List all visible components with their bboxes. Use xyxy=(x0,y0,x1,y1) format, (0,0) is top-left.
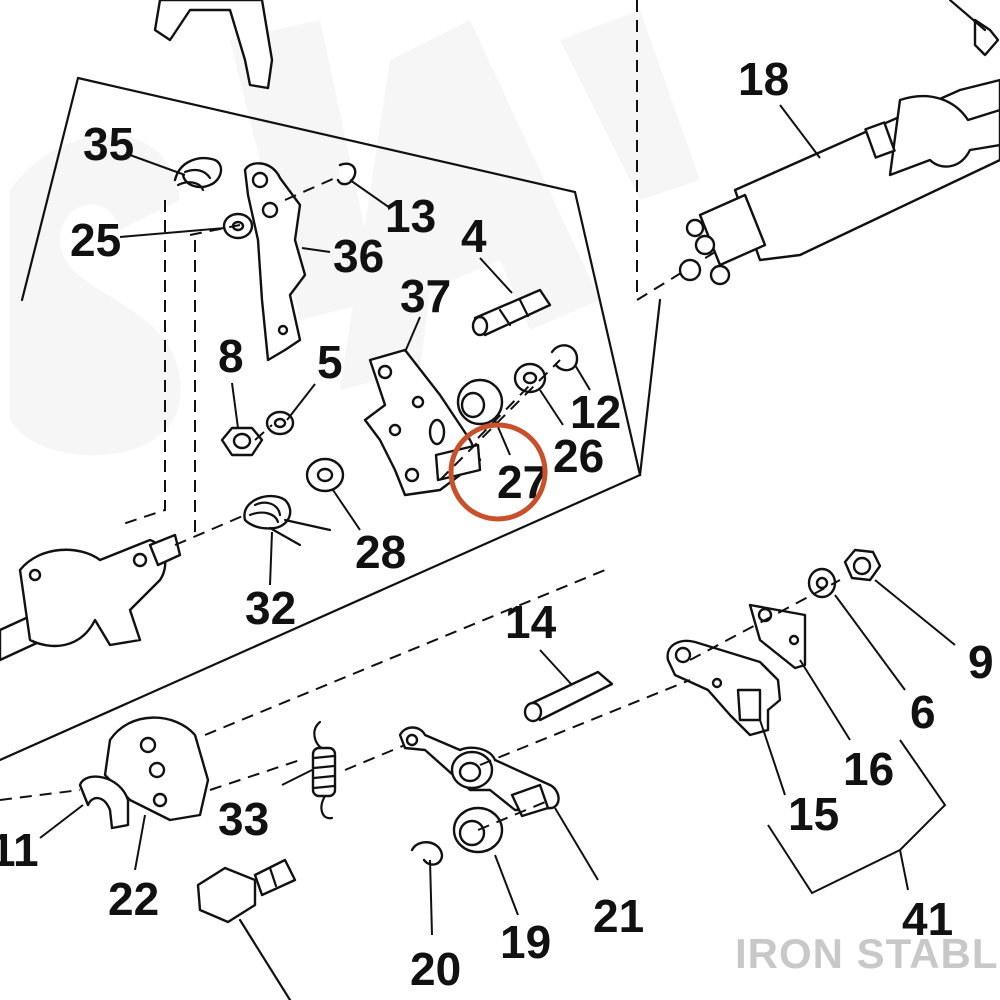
callout-16: 16 xyxy=(843,743,894,795)
part-13-clip xyxy=(336,162,357,186)
callout-labels: 35 25 13 36 4 37 8 5 12 26 27 28 32 18 1… xyxy=(0,53,994,995)
part-22-cam xyxy=(103,716,210,822)
callout-19: 19 xyxy=(500,916,551,968)
callout-28: 28 xyxy=(355,526,406,578)
callout-4: 4 xyxy=(461,210,487,262)
part-12-clip xyxy=(550,344,579,372)
callout-11: 11 xyxy=(0,824,39,876)
part-9-nut xyxy=(843,548,882,582)
callout-36: 36 xyxy=(333,230,384,282)
callout-33: 33 xyxy=(218,793,269,845)
highlight-circle xyxy=(448,422,548,522)
part-28-washer xyxy=(305,457,345,493)
part-20-clip xyxy=(410,841,444,866)
callout-25: 25 xyxy=(70,214,121,266)
callout-35: 35 xyxy=(83,118,134,170)
callout-20: 20 xyxy=(410,943,461,995)
part-4-pin xyxy=(471,288,552,337)
assembly-centerlines xyxy=(0,177,841,831)
part-27-bushing xyxy=(456,378,504,426)
part-32-spring xyxy=(243,494,332,547)
callout-22: 22 xyxy=(108,873,159,925)
part-37-bracket xyxy=(363,348,482,497)
part-26-washer xyxy=(513,362,547,394)
callout-14: 14 xyxy=(505,596,557,648)
part-6-washer xyxy=(807,567,837,599)
callout-41: 41 xyxy=(902,893,953,945)
callout-5: 5 xyxy=(317,336,343,388)
callout-27: 27 xyxy=(497,456,548,508)
part-21-lever xyxy=(398,726,560,818)
part-36-lever xyxy=(243,162,307,362)
part-16-plate xyxy=(748,603,807,670)
callout-26: 26 xyxy=(553,430,604,482)
part-33-spring xyxy=(311,720,337,820)
callout-6: 6 xyxy=(910,686,936,738)
callout-13: 13 xyxy=(385,190,436,242)
part-35-spring xyxy=(173,157,223,192)
selector-shaft xyxy=(678,0,1000,286)
leader-lines xyxy=(39,104,956,936)
part-11-clip xyxy=(78,775,130,830)
callout-8: 8 xyxy=(218,330,244,382)
callout-37: 37 xyxy=(400,270,451,322)
part-5-washer xyxy=(265,410,295,436)
callout-15: 15 xyxy=(788,788,839,840)
callout-9: 9 xyxy=(968,636,994,688)
callout-32: 32 xyxy=(245,582,296,634)
part-15-plate xyxy=(666,639,782,737)
watermark-text: IRON STABLE xyxy=(735,930,1000,977)
callout-18: 18 xyxy=(738,53,789,105)
callout-12: 12 xyxy=(570,386,621,438)
bolt-bottom xyxy=(196,858,297,1000)
part-8-nut xyxy=(220,426,264,457)
shift-shaft-left xyxy=(0,533,182,662)
part-14-pin xyxy=(523,670,614,723)
callout-21: 21 xyxy=(593,890,644,942)
shift-fork-top xyxy=(153,0,274,90)
